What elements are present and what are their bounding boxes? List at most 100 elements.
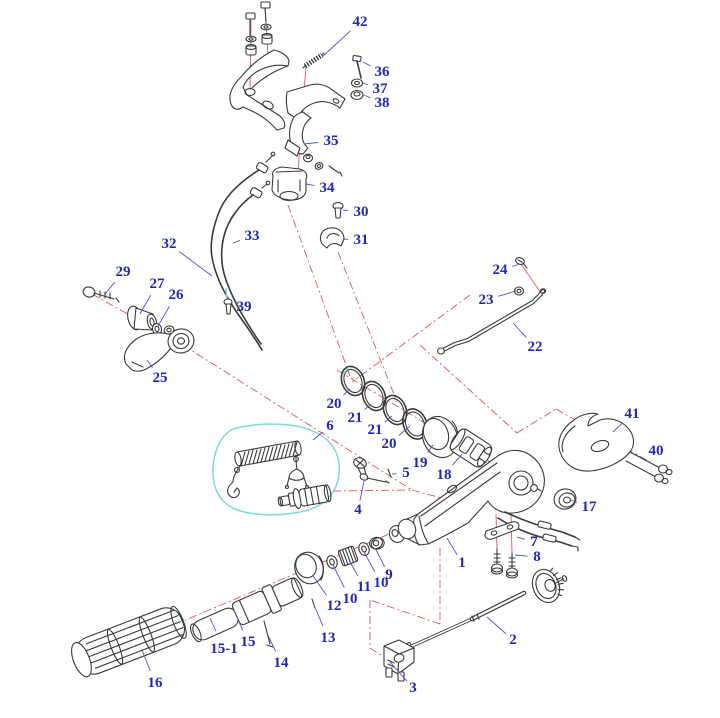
part-washer-10-right [357,541,371,557]
callout-label-25-14[interactable]: 25 [153,370,168,386]
part-pin-5 [388,469,391,477]
part-lever-25 [124,325,196,371]
callout-label-5-25[interactable]: 5 [402,465,410,481]
leader-line-4 [360,481,364,501]
leader-line-1 [447,538,457,555]
leader-line-41 [613,423,623,432]
part-throttle-cables [498,512,580,551]
part-grommet-17 [552,486,578,511]
callout-label-26-12[interactable]: 26 [169,287,185,303]
callout-label-7-31[interactable]: 7 [530,534,538,550]
leader-line-11 [349,560,358,576]
callout-label-18-23[interactable]: 18 [437,467,452,483]
callout-label-14-39[interactable]: 14 [274,655,290,671]
part-pin-under-35 [329,166,342,176]
part-cable-holder-34 [272,167,307,201]
callout-label-8-32[interactable]: 8 [533,549,541,565]
leader-line-10 [364,552,375,572]
leader-line-40 [645,460,647,461]
leader-line-15-1 [210,618,216,631]
part-nut-9 [368,535,386,551]
callout-label-10-34[interactable]: 10 [374,575,389,591]
callout-label-34-5[interactable]: 34 [320,180,336,196]
callout-label-16-42[interactable]: 16 [148,675,164,691]
callout-label-3-44[interactable]: 3 [409,680,417,696]
callout-label-2-43[interactable]: 2 [509,632,517,648]
leader-line-21 [365,404,371,410]
callout-label-38-3[interactable]: 38 [375,95,390,111]
callout-label-10-36[interactable]: 10 [343,591,358,607]
leader-line-37 [363,83,368,85]
part-bolt-upper-left [246,13,256,55]
callout-label-36-1[interactable]: 36 [375,64,391,80]
leader-line-30 [343,210,348,211]
leader-line-19 [427,445,433,453]
callout-label-39-13[interactable]: 39 [237,299,252,315]
callout-label-23-16[interactable]: 23 [479,292,494,308]
callout-label-37-2[interactable]: 37 [373,81,389,97]
leader-line-25 [147,360,153,368]
callout-label-11-35[interactable]: 11 [357,579,371,595]
part-cable-32 [222,181,270,344]
part-bushing-27 [125,305,158,332]
leader-line-9 [375,548,385,567]
callout-label-41-27[interactable]: 41 [625,406,640,422]
leader-line-8 [515,555,528,556]
callout-label-9-33[interactable]: 9 [385,567,393,583]
leader-line-13 [314,605,323,626]
callout-label-27-11[interactable]: 27 [150,276,166,292]
part-bolt-upper-right [261,2,272,44]
callout-label-35-4[interactable]: 35 [324,133,339,149]
callout-label-32-9[interactable]: 32 [162,236,177,252]
part-bolt-30 [333,203,343,218]
leader-line-32 [179,252,212,276]
callout-label-4-26[interactable]: 4 [354,502,362,518]
part-steering-clamp-35 [285,84,345,156]
leader-line-16 [142,650,150,671]
leader-line-21 [385,416,392,422]
part-washer-37 [352,79,363,87]
part-bolts-8 [492,549,518,578]
callout-label-19-22[interactable]: 19 [413,455,428,471]
part-bolt-29 [82,286,119,302]
callout-label-21-20[interactable]: 21 [368,422,383,438]
callout-label-31-7[interactable]: 31 [354,232,369,248]
callout-label-40-28[interactable]: 40 [649,443,664,459]
callout-label-29-10[interactable]: 29 [116,264,131,280]
part-stop-switch-key-4 [352,456,389,483]
part-screw-39 [224,288,232,314]
part-stop-switch-3 [384,640,414,681]
leader-line-2 [487,617,506,634]
callout-label-15-40[interactable]: 15 [241,634,256,650]
leader-line-22 [513,323,526,338]
leader-line-20 [343,389,350,395]
part-bolt-36 [353,55,362,78]
callout-label-15-1-41[interactable]: 15-1 [210,641,238,657]
callout-label-24-15[interactable]: 24 [493,262,509,278]
callout-label-33-8[interactable]: 33 [245,228,260,244]
leader-line-34 [306,184,314,186]
callout-label-22-17[interactable]: 22 [528,339,543,355]
callout-layer: 4236373835343031333229272639252423222021… [105,14,664,696]
callout-label-6-24[interactable]: 6 [326,418,334,434]
part-swivel-insert-18 [447,426,495,470]
leader-line-20 [399,426,410,436]
part-bolts-40 [626,452,672,484]
part-collar-12 [290,548,328,588]
part-washer-26 [151,323,162,336]
callout-label-20-21[interactable]: 20 [382,436,397,452]
part-throttle-rod-2 [402,562,573,653]
callout-label-13-38[interactable]: 13 [321,630,336,646]
callout-label-20-18[interactable]: 20 [327,396,342,412]
part-lanyard-plug [277,483,333,512]
part-grip-16 [67,603,190,680]
callout-label-42-0[interactable]: 42 [353,14,368,30]
callout-label-21-19[interactable]: 21 [348,410,363,426]
callout-label-12-37[interactable]: 12 [327,598,342,614]
leader-line-14 [268,635,276,651]
part-link-rod-22 [438,289,546,354]
leader-line-38 [364,95,370,98]
callout-label-30-6[interactable]: 30 [354,204,369,220]
callout-label-17-29[interactable]: 17 [582,499,598,515]
callout-label-1-30[interactable]: 1 [458,555,466,571]
